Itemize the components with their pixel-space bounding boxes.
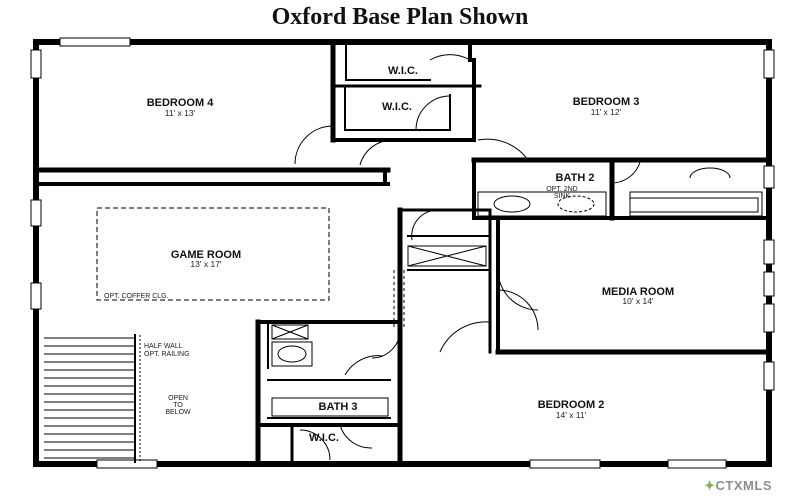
bath2-label: BATH 2 (556, 172, 595, 184)
railing-dashes (393, 270, 405, 330)
game-room-coffer (96, 207, 330, 301)
door-swings (294, 54, 641, 461)
open-below-line3: BELOW (165, 409, 191, 416)
game-room-label: GAME ROOM (171, 249, 241, 261)
ctxmls-logo: ✦CTXMLS (704, 478, 772, 494)
bedroom4-label: BEDROOM 4 (147, 97, 215, 109)
bedroom3-label: BEDROOM 3 (573, 96, 640, 108)
bath2-note-line2: SINK (554, 193, 571, 200)
open-below-line2: TO (173, 402, 183, 409)
wic-mid-label: W.I.C. (382, 101, 412, 113)
bath3-label: BATH 3 (319, 401, 358, 413)
wic-bottom-label: W.I.C. (309, 432, 339, 444)
windows (30, 37, 775, 469)
plan-title: Oxford Base Plan Shown (271, 4, 529, 30)
stairs (44, 335, 141, 462)
interior-walls (36, 39, 772, 467)
media-room-dims: 10' x 14' (622, 296, 654, 306)
game-room-note: OPT. COFFER CLG. (104, 293, 169, 300)
bath2-note-line1: OPT. 2ND (546, 186, 578, 193)
fixtures (271, 167, 763, 417)
open-below-line1: OPEN (168, 395, 188, 402)
game-room-dims: 13' x 17' (190, 259, 222, 269)
bedroom3-dims: 11' x 12' (591, 107, 622, 117)
half-wall-line1: HALF WALL (144, 343, 183, 350)
bedroom2-dims: 14' x 11' (556, 410, 587, 420)
star-icon: ✦ (704, 478, 716, 493)
bedroom2-label: BEDROOM 2 (538, 399, 605, 411)
wic-top-label: W.I.C. (388, 65, 418, 77)
logo-text: CTXMLS (715, 478, 772, 493)
half-wall-line2: OPT. RAILING (144, 351, 190, 358)
media-room-label: MEDIA ROOM (602, 286, 674, 298)
bedroom4-dims: 11' x 13' (165, 108, 196, 118)
